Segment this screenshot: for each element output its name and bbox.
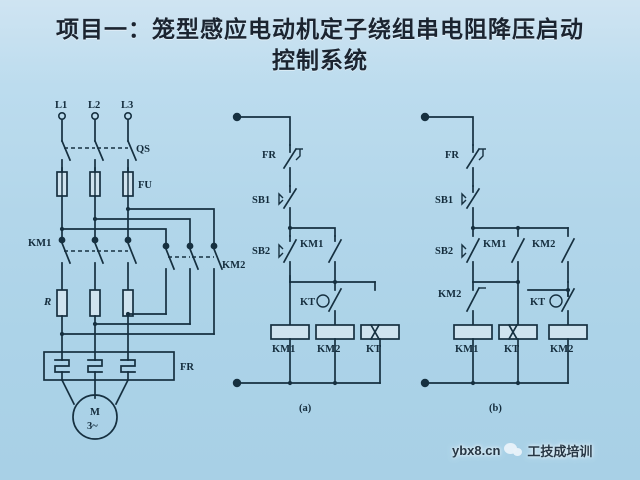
a-coil-km2: [315, 324, 355, 340]
b-label-coil-km1: KM1: [455, 344, 478, 355]
a-label-coil-km1: KM1: [272, 344, 295, 355]
b-junction-kt: [565, 287, 571, 293]
a-label-coil-kt: KT: [366, 344, 381, 355]
fuses-fu: FU: [56, 167, 152, 241]
km2-terminal-a: [162, 242, 170, 250]
b-junction-bottom-1: [470, 380, 476, 386]
contactor-km2-main: KM2: [162, 242, 245, 335]
terminal-l3: [124, 112, 133, 121]
b-junction-bottom-2: [515, 380, 521, 386]
km1-terminal-b: [91, 236, 99, 244]
a-fr-contact: FR: [262, 144, 303, 187]
label-l3: L3: [121, 100, 133, 111]
control-circuit-a: FR SB1 SB2 KM1: [232, 112, 400, 414]
watermark: ybx8.cn 工技成培训: [452, 441, 592, 460]
label-fr-main: FR: [180, 362, 194, 373]
km1-terminal-c: [124, 236, 132, 244]
a-coil-rail: [289, 275, 376, 326]
a-label-coil-km2: KM2: [317, 344, 340, 355]
km2-terminal-c: [210, 242, 218, 250]
b-label-fr: FR: [445, 150, 459, 161]
b-label-kt-contact: KT: [530, 297, 545, 308]
watermark-site: ybx8.cn: [452, 443, 501, 458]
motor-body: [72, 394, 118, 440]
km2-terminal-b: [186, 242, 194, 250]
supply-terminals: L1 L2 L3: [55, 100, 133, 142]
motor-phase: 3~: [87, 421, 98, 432]
a-label-kt-contact: KT: [300, 297, 315, 308]
b-label-sb2: SB2: [435, 246, 453, 257]
junction-l2-tap: [92, 216, 98, 222]
a-label-fr: FR: [262, 150, 276, 161]
b-coil-km2: [548, 324, 588, 340]
label-resistor: R: [43, 296, 51, 308]
b-stop-button-sb1: SB1: [435, 185, 481, 229]
b-fr-contact: FR: [445, 144, 486, 187]
a-start-seal-branch: SB2 KM1: [252, 225, 376, 285]
a-label-sb2: SB2: [252, 246, 270, 257]
a-kt-delay-contact: KT: [300, 281, 343, 326]
b-start-seal-branches: SB2 KM1 KM2: [435, 225, 576, 297]
watermark-text: 工技成培训: [527, 445, 593, 460]
b-coil-km1: [453, 324, 493, 340]
km2-bypass-returns: [59, 311, 215, 353]
starting-resistors: R: [43, 289, 134, 335]
label-l2: L2: [88, 100, 100, 111]
label-km2-main: KM2: [222, 260, 245, 271]
a-coil-kt: [360, 324, 400, 340]
isolator-switch-qs: QS: [60, 139, 150, 179]
thermal-relay-fr-main: FR: [43, 351, 194, 381]
page-title: 项目一：笼型感应电动机定子绕组串电阻降压启动 控制系统: [0, 14, 640, 76]
km1-terminal-a: [58, 236, 66, 244]
label-qs: QS: [136, 144, 150, 155]
b-label-km1-seal: KM1: [483, 239, 506, 250]
b-label-sb1: SB1: [435, 195, 453, 206]
figure-label-a: (a): [299, 403, 312, 414]
fr-body: [43, 351, 175, 381]
b-coil-kt: [498, 324, 538, 340]
terminal-l1: [57, 112, 66, 121]
b-interlock-row: KM2 KT: [438, 281, 576, 326]
figure-label-b: (b): [489, 403, 502, 414]
motor-letter: M: [90, 407, 100, 418]
title-line-2: 控制系统: [272, 47, 368, 74]
label-l1: L1: [55, 100, 67, 111]
main-power-circuit: L1 L2 L3 QS FU: [28, 100, 245, 440]
b-label-coil-km2: KM2: [550, 344, 573, 355]
b-label-km2-seal: KM2: [532, 239, 555, 250]
contactor-km1-main: KM1: [28, 236, 138, 291]
b-label-km2-interlock: KM2: [438, 289, 461, 300]
a-coil-km1: [270, 324, 310, 340]
terminal-l2: [91, 112, 100, 121]
control-circuit-b: FR SB1 SB2 KM1 KM2: [420, 112, 588, 414]
resistor-l2: [89, 289, 101, 317]
junction-l1-tap: [59, 226, 65, 232]
label-fu: FU: [138, 180, 152, 191]
a-label-sb1: SB1: [252, 195, 270, 206]
a-junction-bottom-2: [332, 380, 338, 386]
label-km1-main: KM1: [28, 238, 51, 249]
junction-l3-tap: [125, 206, 131, 212]
title-line-1: 项目一：笼型感应电动机定子绕组串电阻降压启动: [56, 16, 584, 43]
a-stop-button-sb1: SB1: [252, 185, 298, 229]
a-coils: KM1 KM2 KT: [270, 323, 400, 384]
motor-symbol: M 3~: [60, 378, 130, 440]
b-label-coil-kt: KT: [504, 344, 519, 355]
b-bottom-rail: [420, 378, 569, 388]
phase-taps: [59, 206, 215, 245]
b-coils: KM1 KT KM2: [453, 323, 588, 384]
a-label-km1-seal: KM1: [300, 239, 323, 250]
resistor-l1: [56, 289, 68, 317]
a-junction-bottom-1: [287, 380, 293, 386]
a-bottom-rail: [232, 378, 381, 388]
wechat-icon: [504, 443, 523, 458]
